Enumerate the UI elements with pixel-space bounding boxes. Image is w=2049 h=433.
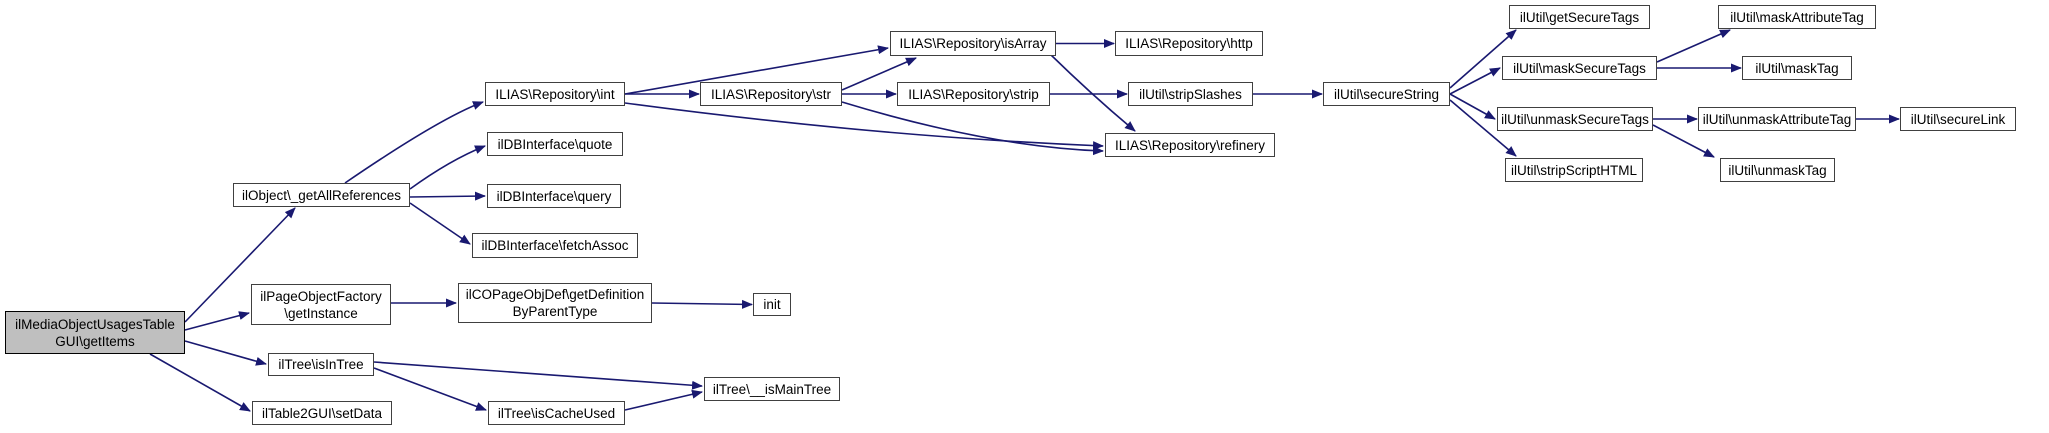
edge-utilMaskSecureTags-utilMaskAttributeTag <box>1656 29 1731 63</box>
edge-utilSecureString-utilUnmaskSecureTags <box>1449 93 1496 120</box>
node-utilSecureLink[interactable]: ilUtil\secureLink <box>1900 107 2016 131</box>
node-utilGetSecureTags[interactable]: ilUtil\getSecureTags <box>1509 5 1650 29</box>
edge-getAllReferences-repoInt <box>344 101 484 184</box>
edge-treeIsInTree-treeIsCacheUsed <box>373 367 487 411</box>
node-treeIsInTree[interactable]: ilTree\isInTree <box>268 353 374 376</box>
node-utilStripSlashes[interactable]: ilUtil\stripSlashes <box>1128 82 1253 106</box>
edge-utilSecureString-utilGetSecureTags <box>1449 29 1517 89</box>
edge-getItems-getAllReferences <box>184 207 296 323</box>
edge-repoInt-repoRefinery <box>624 102 1104 151</box>
node-label-line: GUI\getItems <box>55 333 135 349</box>
node-label: ILIAS\Repository\strip <box>908 86 1039 102</box>
node-utilMaskAttributeTag[interactable]: ilUtil\maskAttributeTag <box>1718 5 1876 29</box>
node-label: ilUtil\maskAttributeTag <box>1730 9 1864 25</box>
node-label: ilTree\isInTree <box>278 357 364 372</box>
edge-utilUnmaskSecureTags-utilUnmaskTag <box>1652 124 1715 158</box>
node-treeIsMainTree[interactable]: ilTree\__isMainTree <box>704 377 840 401</box>
edge-repoInt-repoIsArray <box>624 45 889 95</box>
node-label: ilObject\_getAllReferences <box>241 187 402 203</box>
edge-getAllReferences-dbQuery <box>409 191 486 201</box>
node-label: ilDBInterface\quote <box>497 136 613 152</box>
edge-getAllReferences-dbFetchAssoc <box>409 202 471 245</box>
node-label: ilUtil\stripScriptHTML <box>1510 162 1637 178</box>
node-init[interactable]: init <box>753 293 791 316</box>
edge-utilSecureString-utilMaskSecureTags <box>1449 67 1501 95</box>
node-utilUnmaskSecureTags[interactable]: ilUtil\unmaskSecureTags <box>1497 107 1653 131</box>
edge-repoIsArray-repoRefinery <box>1049 53 1136 132</box>
node-label: ilTable2GUI\setData <box>261 405 383 421</box>
node-label: ilUtil\stripSlashes <box>1139 86 1242 102</box>
node-dbQuote[interactable]: ilDBInterface\quote <box>487 132 623 156</box>
node-repoInt[interactable]: ILIAS\Repository\int <box>485 82 625 106</box>
edge-getItems-pageFactoryGetInstance <box>184 311 250 331</box>
node-label: ilUtil\maskSecureTags <box>1513 60 1646 76</box>
node-utilUnmaskTag[interactable]: ilUtil\unmaskTag <box>1720 158 1835 182</box>
node-pageFactoryGetInstance[interactable]: ilPageObjectFactory\getInstance <box>251 284 391 325</box>
node-label-line: ilCOPageObjDef\getDefinition <box>465 287 645 302</box>
node-label: ILIAS\Repository\http <box>1125 36 1253 51</box>
node-label: ILIAS\Repository\refinery <box>1114 137 1266 153</box>
node-table2guiSetData[interactable]: ilTable2GUI\setData <box>252 401 392 425</box>
node-label-line: ByParentType <box>512 304 598 319</box>
node-utilUnmaskAttributeTag[interactable]: ilUtil\unmaskAttributeTag <box>1698 107 1856 131</box>
node-label: ilTree\__isMainTree <box>712 381 832 397</box>
edge-getItems-treeIsInTree <box>184 340 267 366</box>
node-label: ilUtil\unmaskAttributeTag <box>1702 111 1852 127</box>
node-getAllReferences[interactable]: ilObject\_getAllReferences <box>233 183 410 207</box>
node-treeIsCacheUsed[interactable]: ilTree\isCacheUsed <box>488 401 625 425</box>
node-label: ILIAS\Repository\int <box>495 86 615 102</box>
edge-getAllReferences-dbQuote <box>409 145 486 190</box>
node-utilStripScriptHTML[interactable]: ilUtil\stripScriptHTML <box>1505 158 1643 182</box>
node-label-line: ilMediaObjectUsagesTable <box>15 316 175 332</box>
node-label-line: ilPageObjectFactory <box>260 288 382 304</box>
node-repoIsArray[interactable]: ILIAS\Repository\isArray <box>890 31 1056 56</box>
node-utilMaskTag[interactable]: ilUtil\maskTag <box>1742 56 1852 80</box>
node-label: ILIAS\Repository\str <box>710 86 832 102</box>
node-repoRefinery[interactable]: ILIAS\Repository\refinery <box>1105 133 1275 157</box>
node-label: init <box>763 297 781 312</box>
node-label: ilUtil\maskTag <box>1755 60 1839 76</box>
node-repoHttp[interactable]: ILIAS\Repository\http <box>1115 31 1263 56</box>
node-repoStrip[interactable]: ILIAS\Repository\strip <box>897 82 1050 106</box>
node-label: ilUtil\getSecureTags <box>1519 9 1640 25</box>
node-label-line: \getInstance <box>284 305 358 321</box>
edge-repoStr-repoRefinery <box>841 101 1104 156</box>
node-dbFetchAssoc[interactable]: ilDBInterface\fetchAssoc <box>472 233 638 258</box>
node-dbQuery[interactable]: ilDBInterface\query <box>487 184 621 208</box>
node-label: ilUtil\unmaskTag <box>1728 162 1827 178</box>
node-label: ilUtil\unmaskSecureTags <box>1501 111 1649 127</box>
node-label: ilUtil\secureString <box>1333 86 1440 102</box>
node-label: ilDBInterface\fetchAssoc <box>481 238 629 253</box>
edge-repoStr-repoIsArray <box>841 57 917 91</box>
node-utilMaskSecureTags[interactable]: ilUtil\maskSecureTags <box>1502 56 1657 80</box>
edge-utilSecureString-utilStripScriptHTML <box>1449 99 1517 157</box>
node-label: ilUtil\secureLink <box>1910 111 2006 127</box>
edge-getItems-table2guiSetData <box>149 353 251 412</box>
node-utilSecureString[interactable]: ilUtil\secureString <box>1323 82 1450 106</box>
node-label: ILIAS\Repository\isArray <box>899 36 1047 51</box>
edge-treeIsInTree-treeIsMainTree <box>373 361 703 390</box>
node-label: ilDBInterface\query <box>496 188 612 204</box>
edge-treeIsCacheUsed-treeIsMainTree <box>624 389 703 411</box>
node-label: ilTree\isCacheUsed <box>497 405 616 421</box>
node-repoStr[interactable]: ILIAS\Repository\str <box>700 82 842 106</box>
edge-copageGetDefinition-init <box>651 299 753 309</box>
